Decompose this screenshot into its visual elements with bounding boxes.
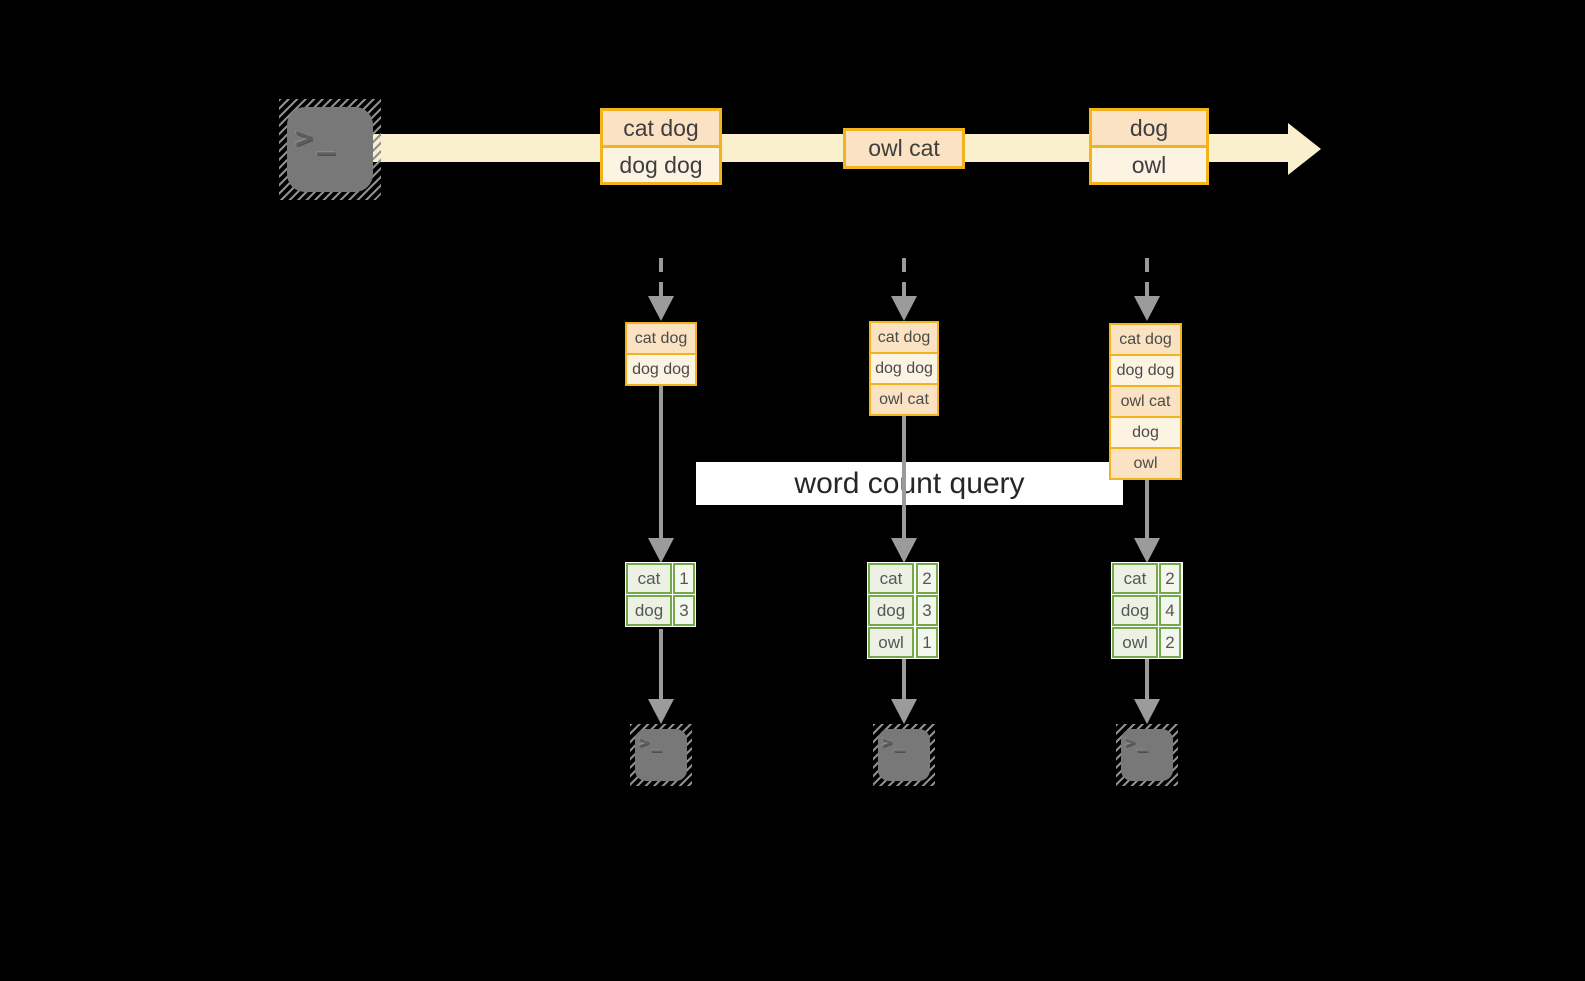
sink-terminal-icon: >_ bbox=[873, 724, 935, 786]
count-cell: 2 bbox=[1159, 563, 1181, 594]
snapshot-row: owl cat bbox=[871, 383, 937, 414]
word-cell: dog bbox=[868, 595, 914, 626]
terminal-screen bbox=[635, 729, 687, 781]
snapshot-row: cat dog bbox=[871, 323, 937, 352]
connector-arrowhead bbox=[891, 699, 917, 724]
dashed-arrow bbox=[659, 258, 663, 296]
terminal-prompt-icon: >_ bbox=[1125, 733, 1150, 753]
snapshot-stack-2: cat dog dog dog owl cat bbox=[869, 321, 939, 416]
snapshot-row: cat dog bbox=[627, 324, 695, 353]
snapshot-row: cat dog bbox=[1111, 325, 1180, 354]
sink-terminal-icon: >_ bbox=[1116, 724, 1178, 786]
dashed-arrowhead bbox=[891, 296, 917, 321]
event-line: owl bbox=[1092, 145, 1206, 182]
count-cell: 3 bbox=[916, 595, 938, 626]
count-table-2: cat 2 dog 3 owl 1 bbox=[867, 562, 939, 659]
connector-arrowhead bbox=[648, 699, 674, 724]
event-line: dog bbox=[1092, 111, 1206, 145]
word-cell: dog bbox=[1112, 595, 1158, 626]
terminal-screen bbox=[1121, 729, 1173, 781]
connector-line bbox=[1145, 479, 1149, 540]
count-cell: 3 bbox=[673, 595, 695, 626]
word-cell: owl bbox=[1112, 627, 1158, 658]
count-cell: 4 bbox=[1159, 595, 1181, 626]
terminal-prompt-icon: >_ bbox=[639, 733, 664, 753]
connector-line bbox=[1145, 657, 1149, 700]
stream-event-box-1: cat dog dog dog bbox=[600, 108, 722, 185]
dashed-arrowhead bbox=[648, 296, 674, 321]
stream-event-box-3: dog owl bbox=[1089, 108, 1209, 185]
count-cell: 1 bbox=[916, 627, 938, 658]
stream-timeline-arrowhead bbox=[1288, 123, 1321, 175]
source-terminal-icon: >_ bbox=[279, 99, 381, 200]
word-cell: dog bbox=[626, 595, 672, 626]
connector-arrowhead bbox=[891, 538, 917, 563]
snapshot-row: dog dog bbox=[871, 352, 937, 383]
query-banner: word count query bbox=[696, 462, 1123, 505]
count-table-3: cat 2 dog 4 owl 2 bbox=[1111, 562, 1183, 659]
sink-terminal-icon: >_ bbox=[630, 724, 692, 786]
event-line: owl cat bbox=[846, 131, 962, 166]
connector-arrowhead bbox=[648, 538, 674, 563]
connector-arrowhead bbox=[1134, 538, 1160, 563]
connector-line bbox=[659, 386, 663, 540]
count-cell: 2 bbox=[916, 563, 938, 594]
word-cell: cat bbox=[1112, 563, 1158, 594]
word-cell: cat bbox=[626, 563, 672, 594]
snapshot-row: owl cat bbox=[1111, 385, 1180, 416]
count-table-1: cat 1 dog 3 bbox=[625, 562, 696, 627]
snapshot-row: dog dog bbox=[627, 353, 695, 384]
word-cell: cat bbox=[868, 563, 914, 594]
snapshot-row: dog dog bbox=[1111, 354, 1180, 385]
snapshot-row: owl bbox=[1111, 447, 1180, 478]
connector-line bbox=[659, 629, 663, 700]
connector-arrowhead bbox=[1134, 699, 1160, 724]
event-line: dog dog bbox=[603, 145, 719, 182]
connector-line bbox=[902, 415, 906, 540]
stream-event-box-2: owl cat bbox=[843, 128, 965, 169]
dashed-arrow bbox=[902, 258, 906, 296]
terminal-screen bbox=[287, 107, 373, 192]
snapshot-stack-3: cat dog dog dog owl cat dog owl bbox=[1109, 323, 1182, 480]
word-cell: owl bbox=[868, 627, 914, 658]
count-cell: 1 bbox=[673, 563, 695, 594]
count-cell: 2 bbox=[1159, 627, 1181, 658]
terminal-screen bbox=[878, 729, 930, 781]
dashed-arrowhead bbox=[1134, 296, 1160, 321]
snapshot-stack-1: cat dog dog dog bbox=[625, 322, 697, 386]
event-line: cat dog bbox=[603, 111, 719, 145]
terminal-prompt-icon: >_ bbox=[882, 733, 907, 753]
snapshot-row: dog bbox=[1111, 416, 1180, 447]
terminal-prompt-icon: >_ bbox=[295, 121, 340, 156]
dashed-arrow bbox=[1145, 258, 1149, 296]
connector-line bbox=[902, 656, 906, 700]
